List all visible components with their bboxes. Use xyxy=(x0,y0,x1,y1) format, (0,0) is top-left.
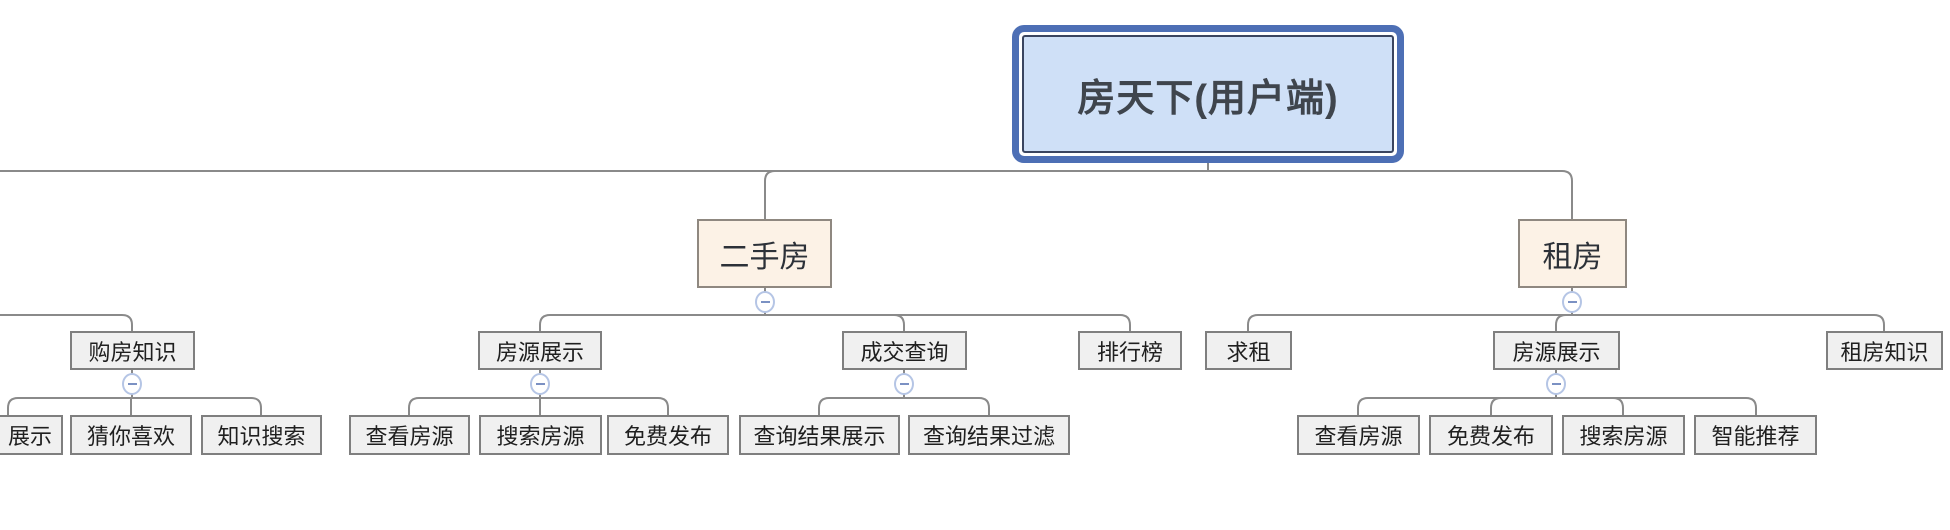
node-listing-display-rental[interactable]: 房源展示 xyxy=(1493,331,1620,370)
collapse-minus-icon-listing-display-secondhand[interactable] xyxy=(530,373,550,395)
node-purchase-knowledge[interactable]: 购房知识 xyxy=(70,331,195,370)
root-topic-label: 房天下(用户端) xyxy=(1022,35,1394,153)
node-view-listings-secondhand[interactable]: 查看房源 xyxy=(349,415,470,455)
node-guess-you-like[interactable]: 猜你喜欢 xyxy=(70,415,192,455)
node-query-result-display[interactable]: 查询结果展示 xyxy=(739,415,900,455)
minus-bar xyxy=(535,383,545,385)
node-ranking-list[interactable]: 排行榜 xyxy=(1078,331,1182,370)
node-transaction-query[interactable]: 成交查询 xyxy=(842,331,967,370)
node-search-listings-rental[interactable]: 搜索房源 xyxy=(1562,415,1685,455)
node-display-clipped[interactable]: 展示 xyxy=(0,415,63,455)
minus-bar xyxy=(760,301,770,303)
node-smart-recommend[interactable]: 智能推荐 xyxy=(1694,415,1817,455)
branch-rental[interactable]: 租房 xyxy=(1518,219,1627,288)
root-topic[interactable]: 房天下(用户端) xyxy=(1012,25,1404,163)
collapse-minus-icon-transaction-query[interactable] xyxy=(894,373,914,395)
node-knowledge-search[interactable]: 知识搜索 xyxy=(201,415,322,455)
collapse-minus-icon-rental[interactable] xyxy=(1562,291,1582,313)
node-free-publish-rental[interactable]: 免费发布 xyxy=(1429,415,1553,455)
minus-bar xyxy=(1551,383,1561,385)
node-view-listings-rental[interactable]: 查看房源 xyxy=(1297,415,1420,455)
node-free-publish-secondhand[interactable]: 免费发布 xyxy=(607,415,729,455)
collapse-minus-icon-purchase-knowledge[interactable] xyxy=(122,373,142,395)
node-listing-display-secondhand[interactable]: 房源展示 xyxy=(478,331,602,370)
branch-secondhand-house[interactable]: 二手房 xyxy=(697,219,832,288)
minus-bar xyxy=(1567,301,1577,303)
collapse-minus-icon-listing-display-rental[interactable] xyxy=(1546,373,1566,395)
node-rental-knowledge[interactable]: 租房知识 xyxy=(1826,331,1943,370)
collapse-minus-icon-secondhand[interactable] xyxy=(755,291,775,313)
node-rent-seeking[interactable]: 求租 xyxy=(1205,331,1292,370)
node-query-result-filter[interactable]: 查询结果过滤 xyxy=(908,415,1070,455)
minus-bar xyxy=(899,383,909,385)
node-search-listings-secondhand[interactable]: 搜索房源 xyxy=(479,415,602,455)
minus-bar xyxy=(127,383,137,385)
